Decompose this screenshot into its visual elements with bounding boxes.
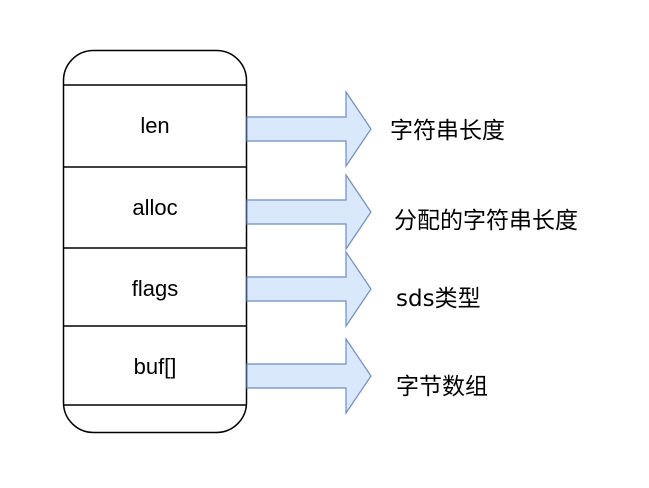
- description-flags: sds类型: [396, 286, 481, 312]
- struct-container: [62, 49, 248, 434]
- arrow-buf: [246, 337, 372, 415]
- description-buf: 字节数组: [396, 374, 488, 400]
- arrow-len: [246, 90, 372, 168]
- arrow-flags: [246, 250, 372, 328]
- description-alloc: 分配的字符串长度: [394, 208, 578, 234]
- field-label-len: len: [140, 113, 170, 138]
- arrow-alloc: [246, 173, 372, 251]
- field-label-buf: buf[]: [133, 354, 177, 379]
- field-label-alloc: alloc: [132, 195, 178, 220]
- description-len: 字符串长度: [390, 118, 505, 144]
- field-label-flags: flags: [131, 276, 179, 301]
